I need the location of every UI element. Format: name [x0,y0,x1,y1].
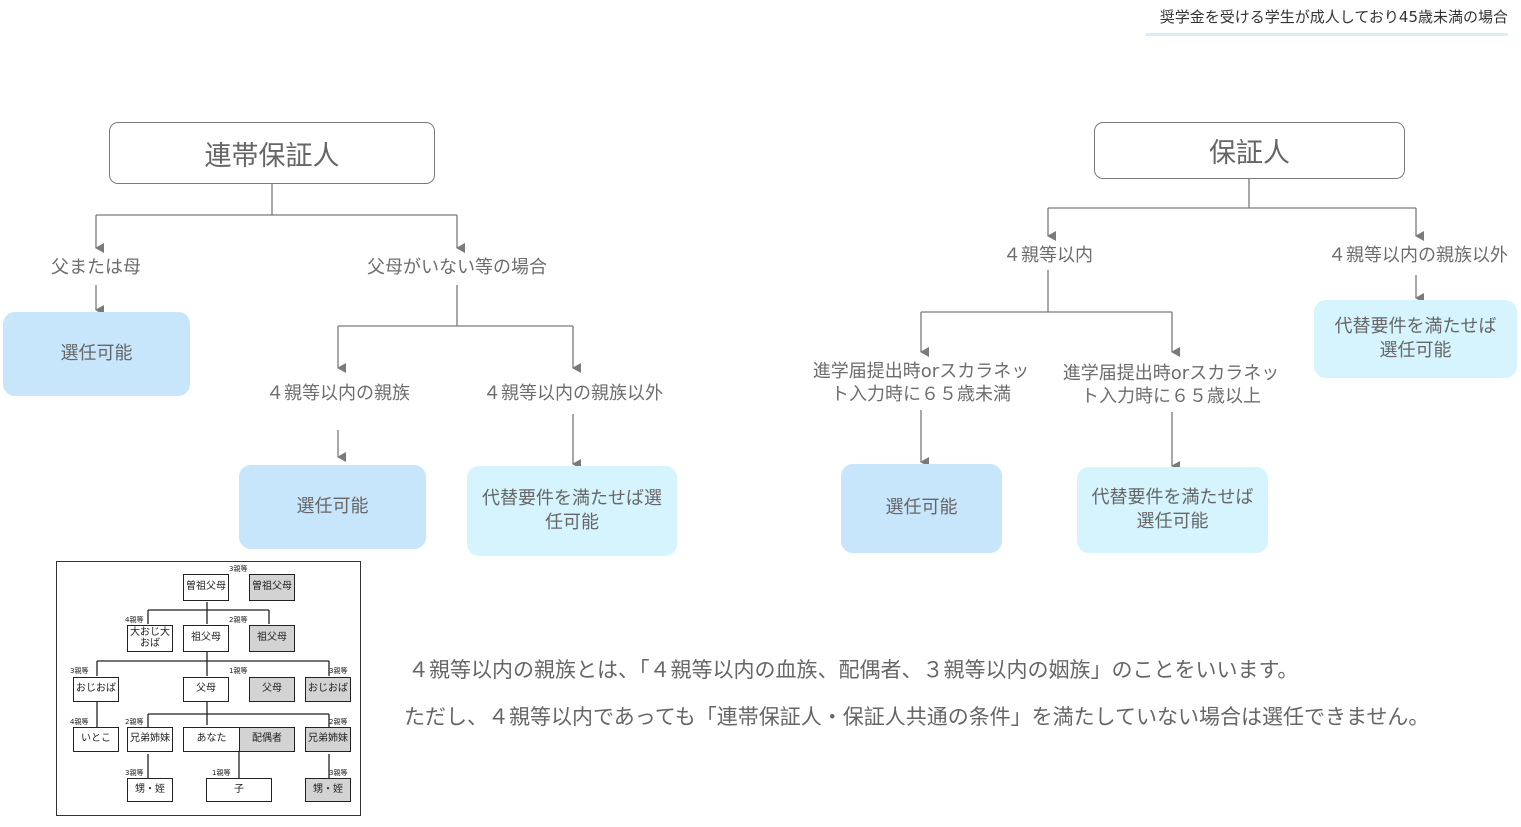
kin-spouse: 配偶者 [239,727,295,752]
kin-grandparents-inlaw: 祖父母 [249,625,295,652]
kin-uncle-aunt-inlaw: おじおば [305,677,351,702]
label-65-or-over: 進学届提出時orスカラネット入力時に６５歳以上 [1062,363,1280,407]
result-parents-eligible: 選任可能 [3,312,190,396]
degree-label: 4親等 [70,718,89,726]
kinship-connectors [96,589,330,778]
kin-siblings-inlaw: 兄弟姉妹 [305,727,351,752]
label-within-4th-degree-relatives: ４親等以内の親族 [266,383,410,404]
degree-label: 2親等 [125,718,144,726]
note-condition: ただし、４親等以内であっても「連帯保証人・保証人共通の条件」を満たしていない場合… [404,705,1430,729]
page-corner-title: 奨学金を受ける学生が成人しており45歳未満の場合 [1146,6,1508,36]
kin-siblings: 兄弟姉妹 [127,727,173,752]
degree-label: 3親等 [229,565,248,573]
label-under-65: 進学届提出時orスカラネット入力時に６５歳未満 [812,361,1030,405]
kin-cousin: いとこ [73,727,119,752]
kin-great-uncle-aunt: 大おじ大おば [127,625,173,652]
kin-grandparents: 祖父母 [183,625,229,652]
kin-great-grandparents: 曽祖父母 [183,574,229,601]
kin-child: 子 [206,778,272,802]
kin-great-grandparents-inlaw: 曽祖父母 [249,574,295,601]
degree-label: 1親等 [229,667,248,675]
degree-label: 2親等 [229,616,248,624]
kin-you: あなた [183,727,239,752]
joint-guarantor-heading: 連帯保証人 [109,122,435,184]
result-65-or-over-alternative: 代替要件を満たせば選任可能 [1077,467,1268,553]
result-within-4th-degree-eligible: 選任可能 [239,465,426,549]
label-guarantor-outside-4th-degree: ４親等以内の親族以外 [1328,245,1508,266]
label-parents: 父または母 [51,257,141,278]
degree-label: 3親等 [70,667,89,675]
label-no-parents: 父母がいない等の場合 [367,257,547,278]
degree-label: 4親等 [125,616,144,624]
degree-label: 3親等 [125,769,144,777]
result-outside-alternative-requirements: 代替要件を満たせば選任可能 [467,466,677,556]
kin-nephew-niece: 甥・姪 [127,778,173,802]
kin-parents: 父母 [183,677,229,702]
result-guarantor-outside-alternative: 代替要件を満たせば選任可能 [1314,300,1517,378]
label-outside-4th-degree-relatives: ４親等以内の親族以外 [483,383,663,404]
note-definition: ４親等以内の親族とは、「４親等以内の血族、配偶者、３親等以内の姻族」のことをいい… [408,658,1299,682]
kinship-degree-chart: 3親等 曽祖父母 曽祖父母 4親等 2親等 大おじ大おば 祖父母 祖父母 3親等… [56,561,361,816]
label-within-4th-degree: ４親等以内 [1003,245,1093,266]
kin-parents-inlaw: 父母 [249,677,295,702]
degree-label: 3親等 [329,667,348,675]
degree-label: 2親等 [329,718,348,726]
degree-label: 1親等 [212,769,231,777]
kin-uncle-aunt: おじおば [73,677,119,702]
guarantor-heading: 保証人 [1094,122,1405,179]
degree-label: 3親等 [329,769,348,777]
kin-nephew-niece-inlaw: 甥・姪 [305,778,351,802]
result-under-65-eligible: 選任可能 [841,464,1002,553]
